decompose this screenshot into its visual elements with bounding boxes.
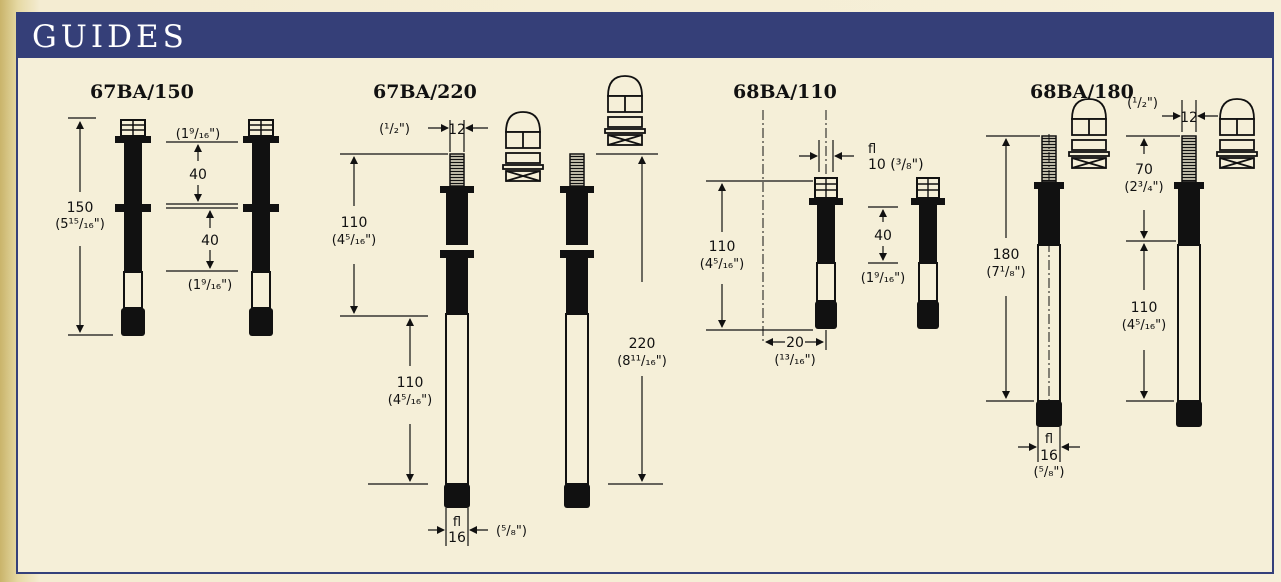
guides-technical-drawing: 67BA/150	[55, 75, 1258, 546]
dim-thread-in-67ba220: (¹/₂")	[379, 122, 410, 137]
centerlines-68ba110	[762, 110, 827, 344]
dim-upper-67ba220: 110	[341, 215, 368, 231]
nut-stack-67ba220-a	[502, 111, 544, 182]
dim-dia-symbol-68ba180: fl	[1045, 432, 1053, 447]
dim-total-in-68ba180: (7¹/₈")	[986, 265, 1025, 280]
dimension-lines-67ba150	[68, 117, 238, 336]
dim-spacing-in-b-67ba150: (1⁹/₁₆")	[188, 278, 232, 293]
dim-lower-in-68ba180: (4⁵/₁₆")	[1122, 318, 1166, 333]
dim-dia-symbol-68ba110: fl	[868, 142, 876, 157]
dim-length-68ba110: 110	[709, 239, 736, 255]
model-68ba110: 68BA/110	[700, 81, 945, 368]
dim-spacing-in-68ba110: (1⁹/₁₆")	[861, 271, 905, 286]
dim-thread-in-68ba180: (¹/₂")	[1127, 96, 1158, 111]
dim-thread-68ba180: 12	[1180, 110, 1198, 126]
nut-stack-68ba180-b	[1216, 98, 1258, 169]
section-header: GUIDES	[18, 14, 1272, 58]
dim-dia-67ba220: 16	[448, 530, 466, 546]
dim-total-68ba180: 180	[993, 247, 1020, 263]
dim-spacing-68ba110: 40	[874, 228, 892, 244]
guides-panel: GUIDES 67BA/150	[16, 12, 1274, 574]
guide-rod-67ba150-left	[115, 119, 151, 336]
dim-offset-in-68ba110: (¹³/₁₆")	[774, 353, 815, 368]
nut-stack-67ba220-b	[604, 75, 646, 146]
dim-dia-symbol-67ba220: fl	[453, 515, 461, 530]
dimension-lines-68ba180	[986, 100, 1218, 462]
model-label-68ba110: 68BA/110	[733, 81, 837, 103]
dim-lower-67ba220: 110	[397, 375, 424, 391]
dim-total-in-67ba220: (8¹¹/₁₆")	[617, 354, 667, 369]
guide-rod-67ba220-right	[560, 153, 594, 508]
dim-length-in-68ba110: (4⁵/₁₆")	[700, 257, 744, 272]
guide-rod-68ba180-left	[1034, 135, 1064, 427]
model-67ba220: 67BA/220	[332, 75, 667, 546]
model-67ba150: 67BA/150	[55, 81, 279, 336]
guide-rod-68ba110-right	[911, 177, 945, 329]
dim-lower-in-67ba220: (4⁵/₁₆")	[388, 393, 432, 408]
section-title: GUIDES	[32, 19, 188, 55]
dim-spacing-in-a-67ba150: (1⁹/₁₆")	[176, 127, 220, 142]
guide-rod-68ba110-left	[809, 177, 843, 329]
dim-spacing-a-67ba150: 40	[189, 167, 207, 183]
model-label-67ba150: 67BA/150	[90, 81, 194, 103]
model-label-68ba180: 68BA/180	[1030, 81, 1134, 103]
dim-dia-in-68ba180: (⁵/₈")	[1034, 465, 1065, 480]
guide-rod-67ba150-right	[243, 119, 279, 336]
dim-total-67ba220: 220	[629, 336, 656, 352]
guide-rod-67ba220-left	[440, 153, 474, 508]
nut-stack-68ba180-a	[1068, 98, 1110, 169]
dim-upper-in-68ba180: (2³/₄")	[1124, 180, 1163, 195]
dim-offset-68ba110: 20	[786, 335, 804, 351]
dim-thread-68ba110: 10 (³/₈")	[868, 157, 924, 173]
dim-lower-68ba180: 110	[1131, 300, 1158, 316]
dim-upper-in-67ba220: (4⁵/₁₆")	[332, 233, 376, 248]
dimension-lines-68ba110	[706, 140, 898, 350]
dim-upper-68ba180: 70	[1135, 162, 1153, 178]
dimension-lines-67ba220	[340, 120, 663, 546]
dim-spacing-b-67ba150: 40	[201, 233, 219, 249]
dim-length-in-67ba150: (5¹⁵/₁₆")	[55, 217, 105, 232]
dim-dia-68ba180: 16	[1040, 448, 1058, 464]
dim-dia-in-67ba220: (⁵/₈")	[496, 524, 527, 539]
dim-thread-67ba220: 12	[448, 122, 466, 138]
model-68ba180: 68BA/180	[986, 81, 1258, 480]
model-label-67ba220: 67BA/220	[373, 81, 477, 103]
guide-rod-68ba180-right	[1174, 135, 1204, 427]
dim-length-67ba150: 150	[67, 200, 94, 216]
